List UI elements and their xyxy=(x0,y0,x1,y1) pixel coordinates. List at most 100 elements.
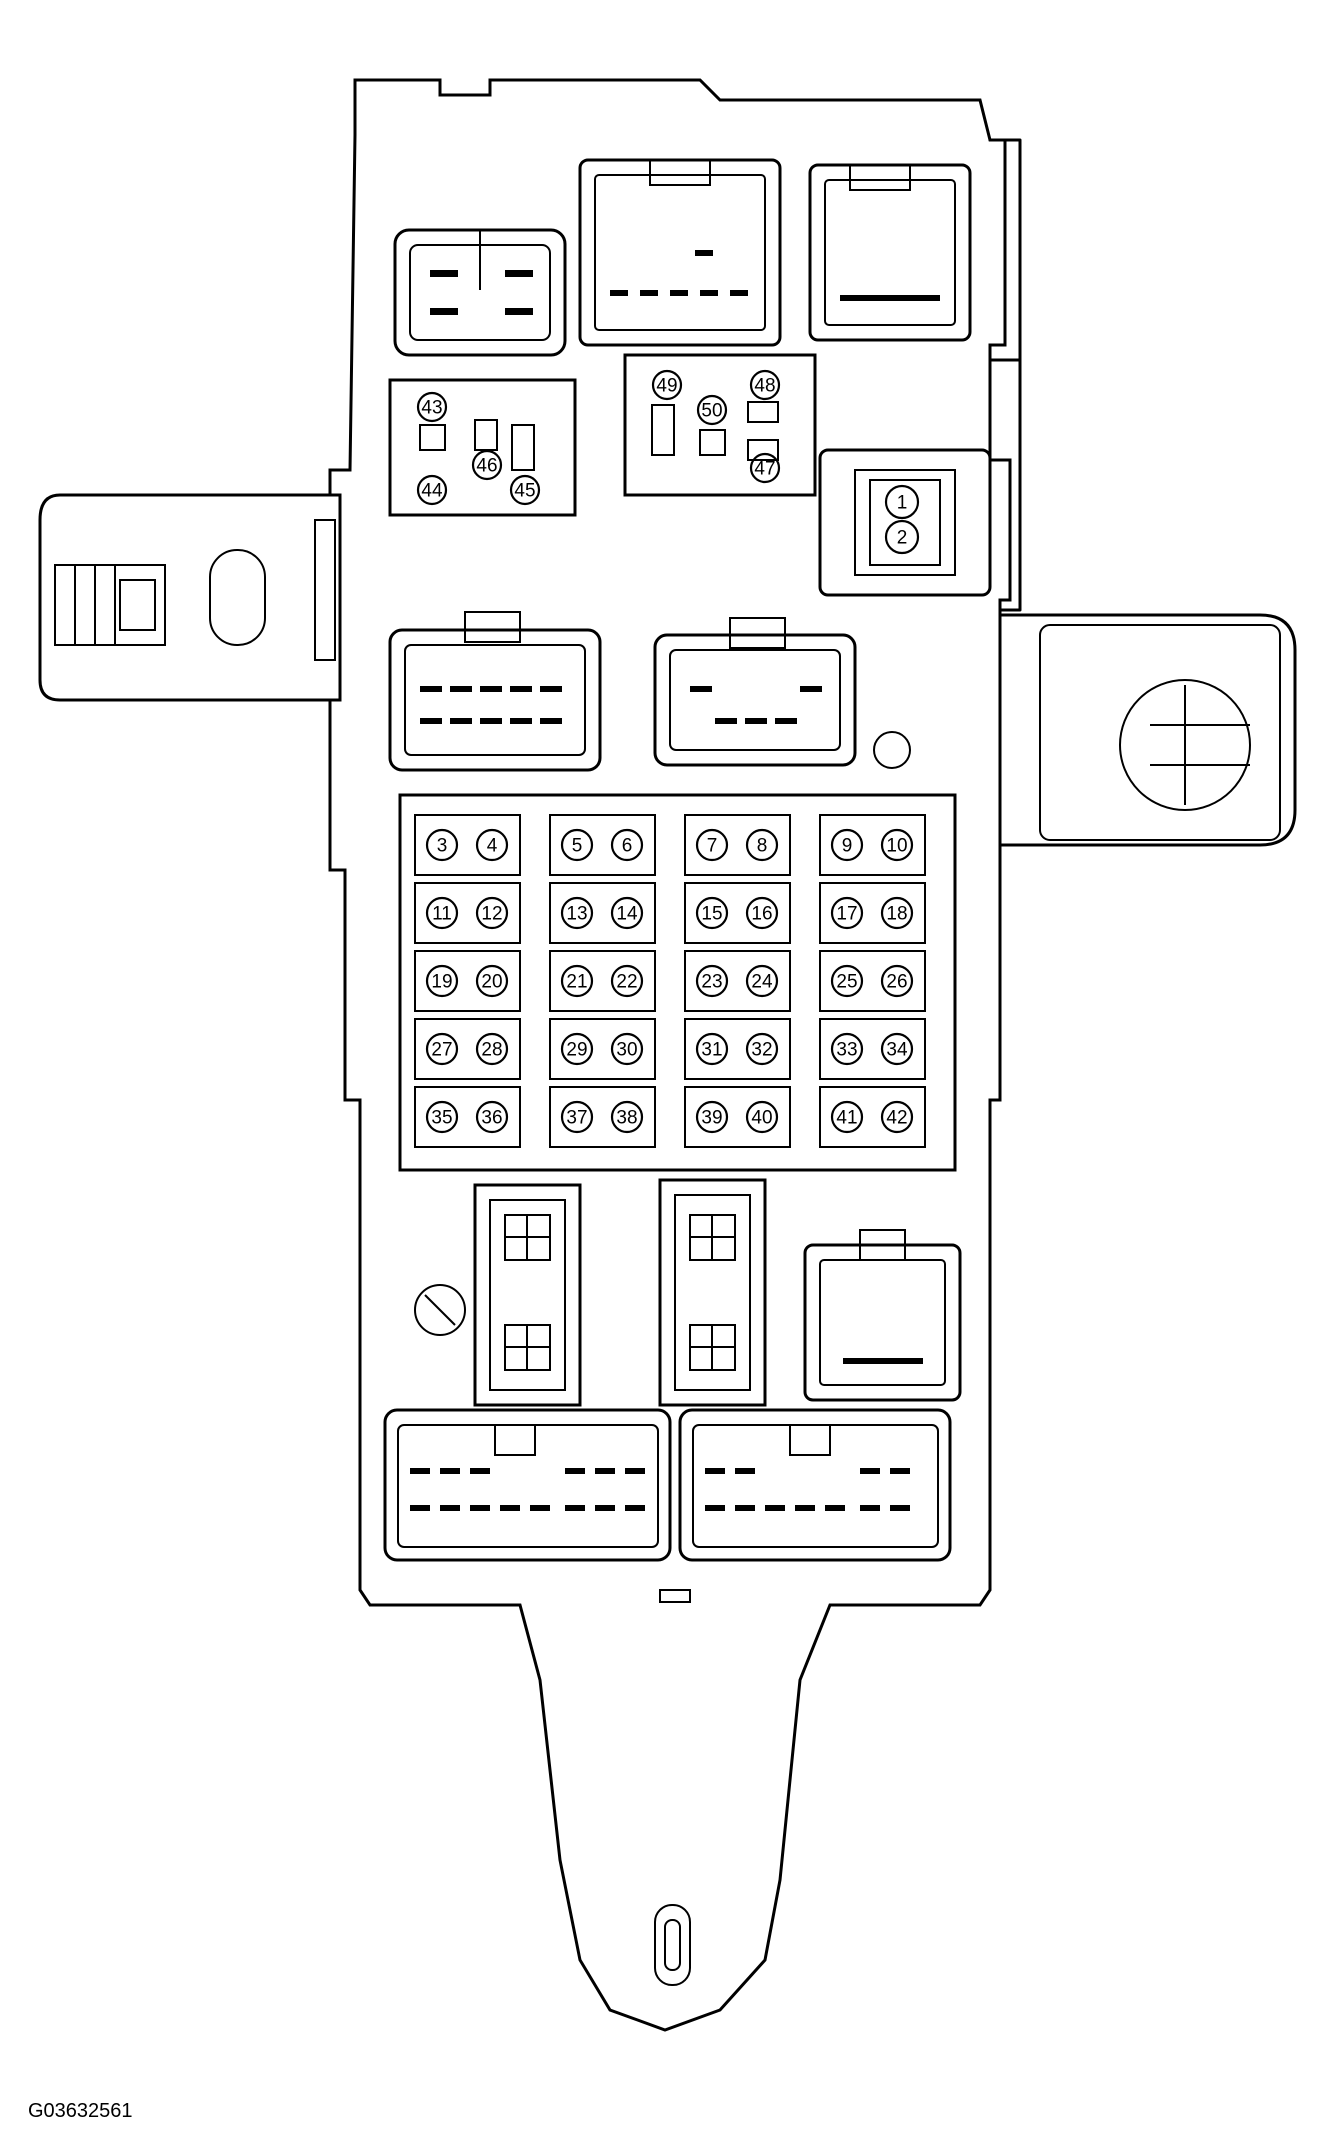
svg-text:1: 1 xyxy=(897,493,908,514)
fuse-slot xyxy=(414,1018,521,1080)
fuse-42-label: 42 xyxy=(886,1108,907,1129)
fuse-34-marker xyxy=(880,1032,914,1066)
fuse-22-marker xyxy=(610,964,644,998)
fuse-4-marker xyxy=(475,828,509,862)
fuse-slot xyxy=(684,1086,791,1148)
fuse-12-marker xyxy=(475,896,509,930)
relay-45: 45 xyxy=(509,474,541,506)
connector-bottom-left xyxy=(383,1408,672,1562)
fuse-39-label: 39 xyxy=(701,1108,722,1129)
fuse-35-marker xyxy=(425,1100,459,1134)
fuse-40-marker xyxy=(745,1100,779,1134)
fuse-slot xyxy=(414,1086,521,1148)
relay-48: 48 xyxy=(749,369,781,401)
fuse-28-marker xyxy=(475,1032,509,1066)
fuse-23-label: 23 xyxy=(701,972,722,993)
svg-text:49: 49 xyxy=(656,376,677,397)
fuse-37-label: 37 xyxy=(566,1108,587,1129)
fuse-42-marker xyxy=(880,1100,914,1134)
fuse-40-label: 40 xyxy=(751,1108,772,1129)
fuse-11-label: 11 xyxy=(432,904,452,925)
fuse-30-label: 30 xyxy=(616,1040,637,1061)
relay-47: 47 xyxy=(749,452,781,484)
fuse-slot xyxy=(819,1086,926,1148)
fuse-7-label: 7 xyxy=(707,836,718,857)
connector-middle-left xyxy=(388,628,602,772)
fuse-slot xyxy=(684,950,791,1012)
right-mounting-tab xyxy=(998,613,1297,847)
relay-49: 49 xyxy=(651,369,683,401)
fuse-6-label: 6 xyxy=(622,836,633,857)
fuse-31-marker xyxy=(695,1032,729,1066)
fuse-33-label: 33 xyxy=(836,1040,857,1061)
svg-text:44: 44 xyxy=(421,481,443,502)
fuse-slot xyxy=(549,1086,656,1148)
fuse-26-label: 26 xyxy=(886,972,907,993)
fuse-32-label: 32 xyxy=(751,1040,772,1061)
fuse-11-marker xyxy=(425,896,459,930)
fuse-16-marker xyxy=(745,896,779,930)
relay-2: 2 xyxy=(884,519,920,555)
fuse-25-marker xyxy=(830,964,864,998)
fuse-18-label: 18 xyxy=(886,904,907,925)
svg-text:2: 2 xyxy=(897,528,908,549)
fuse-24-label: 24 xyxy=(751,972,773,993)
fuse-21-label: 21 xyxy=(566,972,587,993)
fuse-slot xyxy=(549,814,656,876)
fuse-slot xyxy=(819,1018,926,1080)
relay-1: 1 xyxy=(884,484,920,520)
fuse-27-marker xyxy=(425,1032,459,1066)
relay-50: 50 xyxy=(696,394,728,426)
fuse-6-marker xyxy=(610,828,644,862)
fuse-12-label: 12 xyxy=(481,904,502,925)
fuse-25-label: 25 xyxy=(836,972,857,993)
fuse-20-label: 20 xyxy=(481,972,502,993)
fuse-18-marker xyxy=(880,896,914,930)
fuse-32-marker xyxy=(745,1032,779,1066)
fuse-17-label: 17 xyxy=(836,904,857,925)
fuse-35-label: 35 xyxy=(431,1108,452,1129)
fuse-slot xyxy=(549,950,656,1012)
fuse-8-marker xyxy=(745,828,779,862)
fuse-26-marker xyxy=(880,964,914,998)
fuse-14-label: 14 xyxy=(616,904,638,925)
connector-bottom-right xyxy=(678,1408,952,1562)
connector-top-right xyxy=(808,163,972,342)
fuse-38-marker xyxy=(610,1100,644,1134)
fuse-16-label: 16 xyxy=(751,904,772,925)
fuse-13-marker xyxy=(560,896,594,930)
relay-44: 44 xyxy=(416,474,448,506)
fuse-22-label: 22 xyxy=(616,972,637,993)
relay-block-right xyxy=(623,353,817,497)
fuse-slot xyxy=(414,950,521,1012)
fuse-slot xyxy=(549,1018,656,1080)
fuse-slot xyxy=(819,882,926,944)
fuse-slot xyxy=(684,814,791,876)
connector-lower-right xyxy=(803,1243,962,1402)
fuse-5-label: 5 xyxy=(572,836,583,857)
fuse-19-label: 19 xyxy=(431,972,452,993)
svg-text:45: 45 xyxy=(514,481,535,502)
fuse-10-marker xyxy=(880,828,914,862)
svg-text:48: 48 xyxy=(754,376,775,397)
svg-text:43: 43 xyxy=(421,398,442,419)
fuse-5-marker xyxy=(560,828,594,862)
fuse-36-label: 36 xyxy=(481,1108,502,1129)
fuse-39-marker xyxy=(695,1100,729,1134)
relay-43: 43 xyxy=(416,391,448,423)
fuse-23-marker xyxy=(695,964,729,998)
fuse-slot xyxy=(684,1018,791,1080)
fuse-slot xyxy=(819,814,926,876)
fuse-27-label: 27 xyxy=(431,1040,452,1061)
fuse-3-label: 3 xyxy=(437,836,448,857)
fuse-15-label: 15 xyxy=(701,904,722,925)
connector-middle-right xyxy=(653,633,857,767)
relay-46: 46 xyxy=(471,449,503,481)
fuse-41-marker xyxy=(830,1100,864,1134)
fuse-9-marker xyxy=(830,828,864,862)
fuse-19-marker xyxy=(425,964,459,998)
fuse-20-marker xyxy=(475,964,509,998)
fuse-slot xyxy=(414,882,521,944)
